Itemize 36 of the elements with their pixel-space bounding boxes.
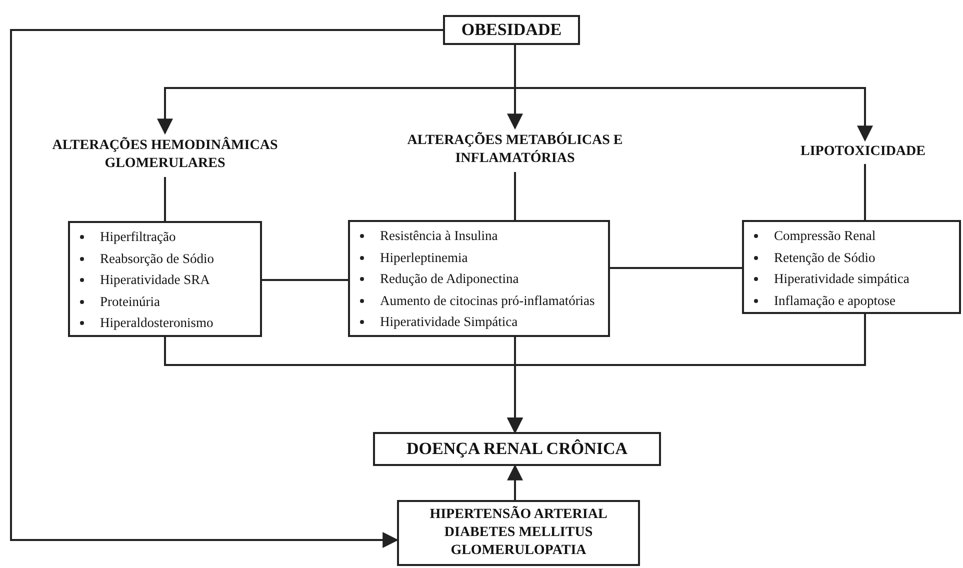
list-item: Hiperaldosteronismo (78, 312, 254, 334)
box-label: DOENÇA RENAL CRÔNICA (406, 439, 628, 459)
arrow (507, 464, 523, 500)
list-item: Inflamação e apoptose (752, 290, 953, 311)
list-item: Redução de Adiponectina (358, 268, 602, 290)
list-item: Compressão Renal (752, 225, 953, 246)
box-label: OBESIDADE (461, 20, 562, 40)
connector-line (864, 164, 866, 220)
process-box (443, 15, 580, 45)
connector-line (262, 279, 348, 281)
list-item: Reabsorção de Sódio (78, 248, 254, 269)
list-item: Aumento de citocinas pró-inflamatórias (358, 290, 602, 311)
box-label: GLOMERULOPATIA (450, 542, 586, 560)
list-item: Retenção de Sódio (752, 246, 953, 268)
list-box (68, 221, 262, 337)
arrow (507, 314, 866, 434)
list-box (742, 220, 961, 314)
heading-text: ALTERAÇÕES METABÓLICAS E INFLAMATÓRIAS (406, 132, 624, 168)
list-box (348, 220, 610, 337)
connector-line (610, 267, 742, 269)
process-box (373, 432, 661, 466)
process-box (397, 500, 640, 566)
list-item: Hiperatividade simpática (752, 268, 953, 290)
heading-text: LIPOTOXICIDADE (800, 143, 926, 161)
heading-text: ALTERAÇÕES HEMODINÂMICAS GLOMERULARES (51, 137, 279, 173)
list-item: Hiperatividade SRA (78, 269, 254, 290)
connector-line (164, 177, 166, 221)
connector-line (514, 172, 516, 220)
list-item: Hiperfiltração (78, 226, 254, 248)
list-item: Hiperatividade Simpática (358, 311, 602, 332)
list-item: Hiperleptinemia (358, 246, 602, 268)
list-item: Resistência à Insulina (358, 225, 602, 246)
arrow (10, 29, 443, 548)
list-item: Proteinúria (78, 290, 254, 312)
box-label: DIABETES MELLITUS (444, 524, 593, 542)
box-label: HIPERTENSÃO ARTERIAL (430, 506, 608, 524)
